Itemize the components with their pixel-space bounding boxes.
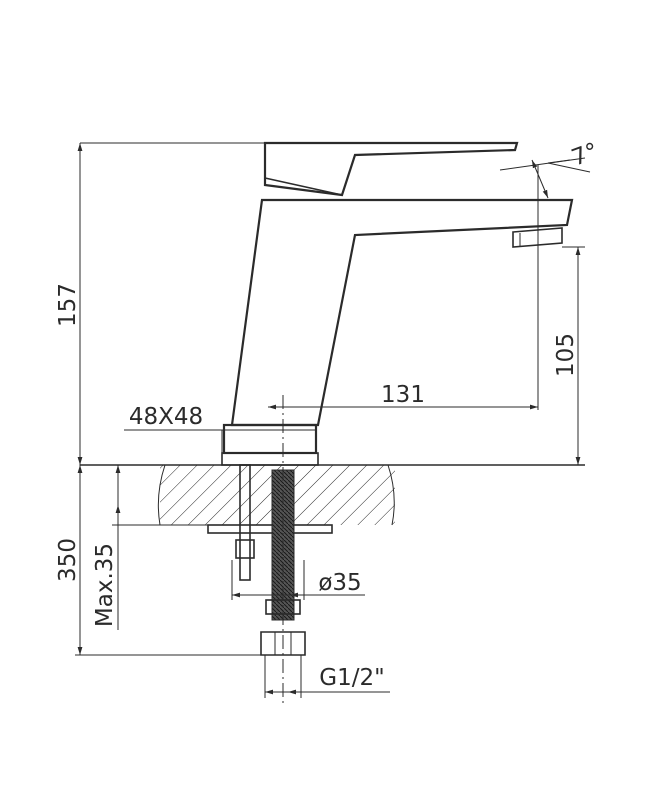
dimension-connection-label: G1/2": [319, 665, 384, 691]
dimension-157-label: 157: [55, 283, 81, 327]
dimension-157: 157: [55, 142, 265, 465]
dimension-105-label: 105: [553, 333, 579, 377]
dimension-48x48-label: 48X48: [129, 404, 203, 430]
dimension-350-label: 350: [55, 538, 81, 582]
dimension-131: 131: [268, 165, 539, 410]
dimension-connection: G1/2": [264, 655, 390, 698]
countertop-section: [80, 464, 585, 526]
dimension-131-label: 131: [381, 382, 425, 408]
dimension-105: 105: [553, 246, 585, 465]
dimension-350: 350: [55, 465, 261, 656]
dimension-diameter-label: ø35: [318, 570, 361, 596]
dimension-diameter: ø35: [231, 560, 365, 600]
dimension-48x48: 48X48: [124, 404, 316, 455]
dimension-max35: Max.35: [92, 465, 208, 630]
faucet-body: [221, 141, 574, 466]
dimension-angle-label: 7°: [568, 138, 601, 171]
dimension-max35-label: Max.35: [92, 543, 118, 627]
